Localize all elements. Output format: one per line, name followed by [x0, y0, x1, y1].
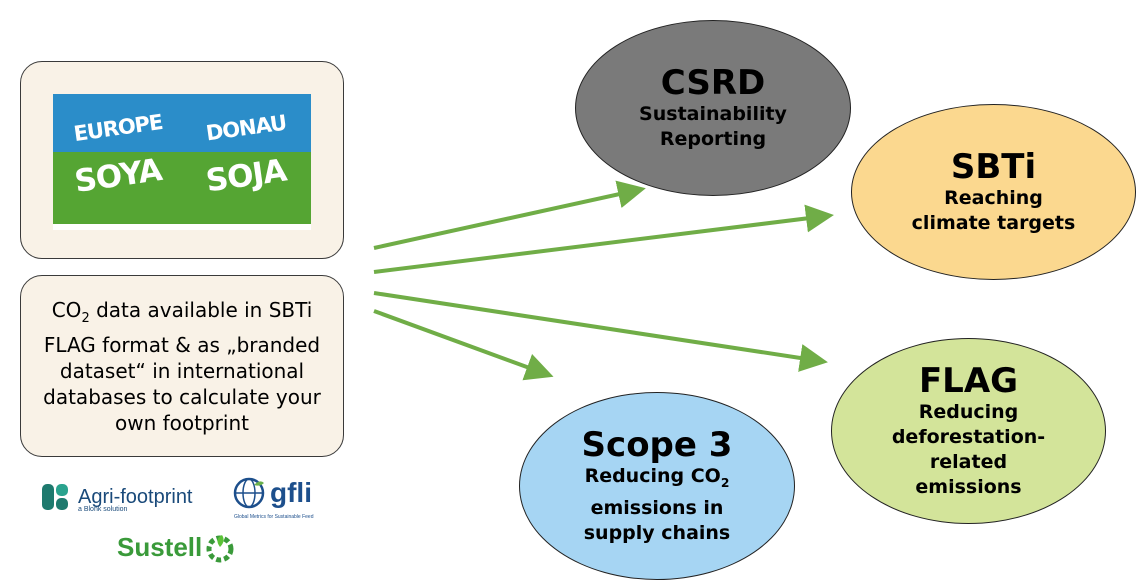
sbti-title: SBTi — [950, 147, 1037, 187]
logo-box: EUROPE SOYA DONAU SOJA — [20, 61, 344, 259]
csrd-ellipse: CSRD Sustainability Reporting — [575, 20, 851, 196]
donau-soja-logo: DONAU SOJA — [181, 94, 311, 224]
sbti-line2: climate targets — [911, 212, 1076, 234]
arrow-to-sbti — [373, 204, 834, 274]
scope3-title: Scope 3 — [581, 425, 733, 466]
scope3-line1: Reducing CO2 — [584, 465, 730, 490]
sustell-logo: Sustell — [117, 532, 235, 563]
csrd-line2: Reporting — [659, 128, 767, 150]
gfli-name: gfli — [270, 477, 312, 508]
flag-line4: emissions — [915, 476, 1022, 498]
scope3-line3: supply chains — [583, 521, 731, 544]
sustell-name: Sustell — [117, 532, 203, 562]
sbti-line1: Reaching — [944, 187, 1043, 209]
csrd-title: CSRD — [660, 63, 766, 103]
arrow-to-csrd — [373, 180, 646, 250]
info-text: CO2 data available in SBTi FLAG format &… — [43, 297, 321, 435]
arrow-to-flag — [373, 291, 828, 372]
arrow-to-scope3 — [373, 309, 554, 381]
info-box: CO2 data available in SBTi FLAG format &… — [20, 275, 344, 457]
donau-soja-word-bottom: SOJA — [203, 152, 289, 200]
globe-icon — [233, 477, 265, 509]
agri-footprint-name: Agri-footprint — [78, 485, 193, 508]
sbti-ellipse: SBTi Reaching climate targets — [851, 104, 1136, 280]
scope3-line2: emissions in — [590, 496, 724, 519]
csrd-line1: Sustainability — [639, 103, 787, 125]
flag-ellipse: FLAG Reducing deforestation- related emi… — [831, 338, 1106, 524]
flag-line3: related — [929, 451, 1008, 473]
flag-line2: deforestation- — [891, 426, 1046, 448]
gfli-logo: gfli Global Metrics for Sustainable Feed — [232, 476, 313, 520]
flag-line1: Reducing — [918, 401, 1019, 423]
europe-soya-logo: EUROPE SOYA — [53, 94, 183, 224]
scope3-ellipse: Scope 3 Reducing CO2 emissions in supply… — [519, 392, 795, 580]
gear-leaf-icon — [206, 534, 234, 562]
agri-footprint-tagline: a Blonk solution — [78, 506, 128, 513]
flag-title: FLAG — [918, 361, 1019, 401]
agri-footprint-logo: Agri-footprint a Blonk solution — [40, 482, 193, 513]
gfli-tagline: Global Metrics for Sustainable Feed — [234, 514, 314, 520]
europe-soya-word-bottom: SOYA — [72, 152, 164, 200]
agri-footprint-icon — [42, 484, 68, 510]
